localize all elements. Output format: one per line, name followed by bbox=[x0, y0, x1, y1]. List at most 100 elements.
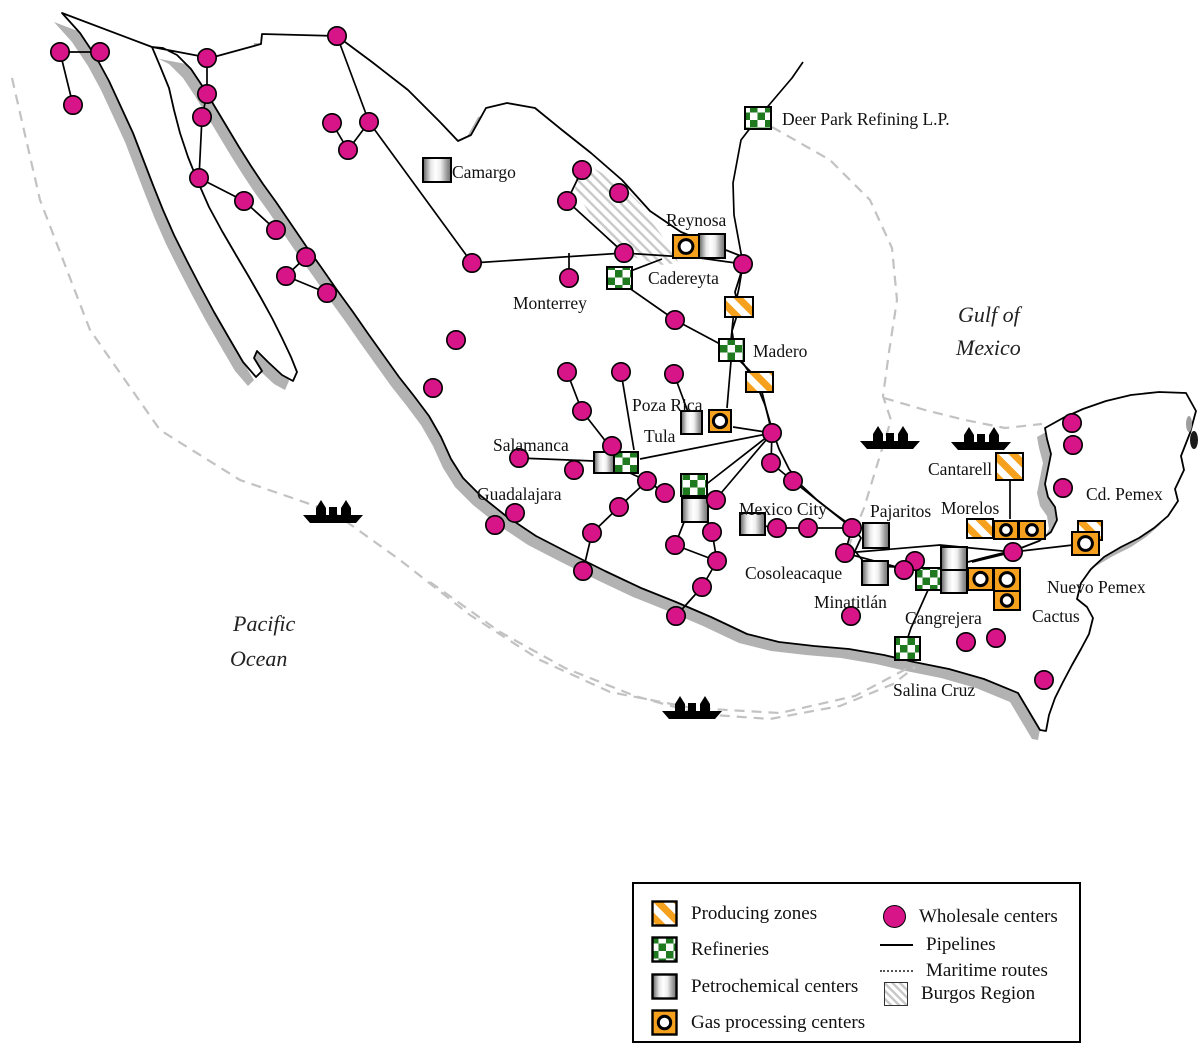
burgos-region-icon bbox=[884, 982, 908, 1006]
place-label-cd-pemex: Cd. Pemex bbox=[1086, 484, 1163, 504]
gas-processing-center-circle bbox=[1025, 523, 1039, 537]
wholesale-center-marker bbox=[504, 502, 525, 523]
wholesale-center-marker bbox=[49, 41, 70, 62]
pipeline bbox=[582, 480, 648, 572]
wholesale-center-marker bbox=[265, 220, 286, 241]
refinery-marker bbox=[680, 473, 708, 497]
place-label-salamanca: Salamanca bbox=[493, 435, 569, 455]
wholesale-center-marker bbox=[663, 363, 684, 384]
baja-california-coastline bbox=[61, 12, 298, 382]
wholesale-centers-layer bbox=[49, 25, 1084, 690]
refinery-icon bbox=[651, 936, 678, 963]
legend-label: Pipelines bbox=[926, 934, 996, 955]
wholesale-center-marker bbox=[572, 560, 593, 581]
wholesale-center-marker bbox=[636, 470, 657, 491]
petrochemical-center-marker bbox=[739, 512, 766, 536]
wholesale-center-marker bbox=[955, 631, 976, 652]
legend-label: Wholesale centers bbox=[919, 905, 1058, 927]
legend-item-maritime-routes: Maritime routes bbox=[880, 960, 1048, 982]
producing-zone-marker bbox=[966, 518, 994, 539]
wholesale-center-marker bbox=[581, 522, 602, 543]
refinery-marker bbox=[613, 451, 639, 474]
wholesale-center-marker bbox=[766, 517, 787, 538]
legend-item-burgos-region: Burgos Region bbox=[884, 982, 1035, 1006]
legend-label: Petrochemical centers bbox=[691, 975, 859, 997]
wholesale-center-marker bbox=[840, 605, 861, 626]
wholesale-center-marker bbox=[701, 521, 722, 542]
place-label-poza-rica: Poza Rica bbox=[632, 395, 703, 415]
place-label-guadalajara: Guadalajara bbox=[477, 484, 562, 504]
ship-icon bbox=[303, 500, 363, 523]
wholesale-center-marker bbox=[556, 191, 577, 212]
wholesale-center-marker bbox=[1062, 412, 1083, 433]
ship-icon bbox=[662, 696, 722, 719]
wholesale-center-marker bbox=[610, 361, 631, 382]
gas-processing-center-circle bbox=[677, 238, 695, 255]
refinery-marker bbox=[718, 338, 745, 362]
ship-icon bbox=[860, 426, 920, 449]
wholesale-center-marker bbox=[556, 361, 577, 382]
pipeline bbox=[732, 61, 804, 265]
refinery-marker bbox=[606, 266, 633, 290]
wholesale-center-marker bbox=[665, 605, 686, 626]
gas-processing-center-circle bbox=[1077, 535, 1094, 552]
pipeline bbox=[627, 258, 663, 273]
wholesale-center-marker bbox=[761, 422, 782, 443]
pipeline bbox=[703, 432, 773, 487]
facility-markers-layer bbox=[422, 106, 1103, 661]
wholesale-center-marker bbox=[1063, 434, 1084, 455]
cozumel-island bbox=[1190, 431, 1198, 449]
wholesale-center-marker bbox=[732, 254, 753, 275]
producing-zone-icon bbox=[651, 900, 678, 927]
pipeline bbox=[336, 35, 370, 123]
pipeline-icon bbox=[880, 944, 913, 946]
wholesale-center-marker bbox=[834, 542, 855, 563]
pipeline bbox=[639, 432, 773, 460]
legend-item-pipelines: Pipelines bbox=[880, 934, 996, 956]
burgos-region-area bbox=[575, 163, 678, 265]
wholesale-center-marker bbox=[90, 41, 111, 62]
place-label-pajaritos: Pajaritos bbox=[870, 501, 931, 521]
place-label-nuevo-pemex: Nuevo Pemex bbox=[1047, 577, 1146, 597]
maritime-routes-layer bbox=[10, 77, 1043, 721]
pipeline bbox=[844, 544, 1014, 554]
ocean-label-gulf-of: Gulf of bbox=[958, 302, 1023, 327]
wholesale-center-marker bbox=[62, 95, 83, 116]
wholesale-center-marker bbox=[571, 160, 592, 181]
place-label-madero: Madero bbox=[753, 341, 808, 361]
maritime-route bbox=[429, 581, 916, 721]
pipeline bbox=[726, 360, 732, 409]
wholesale-center-marker bbox=[192, 107, 213, 128]
wholesale-center-marker bbox=[563, 459, 584, 480]
petrochemical-center-marker bbox=[940, 546, 968, 571]
ocean-label-mexico: Mexico bbox=[955, 335, 1021, 360]
producing-zone-marker bbox=[745, 371, 774, 393]
wholesale-center-marker bbox=[337, 140, 358, 161]
legend-label: Producing zones bbox=[691, 902, 818, 924]
wholesale-center-marker bbox=[275, 265, 296, 286]
petrochemical-center-icon bbox=[651, 973, 678, 1000]
wholesale-center-marker bbox=[234, 191, 255, 212]
pipeline bbox=[715, 432, 773, 500]
wholesale-center-marker bbox=[608, 183, 629, 204]
wholesale-center-marker bbox=[1034, 669, 1055, 690]
wholesale-center-marker bbox=[706, 550, 727, 571]
place-label-cadereyta: Cadereyta bbox=[648, 268, 719, 288]
wholesale-center-marker bbox=[358, 112, 379, 133]
maritime-route bbox=[883, 396, 1043, 430]
wholesale-center-marker bbox=[422, 377, 443, 398]
petrochemical-center-marker bbox=[861, 560, 889, 586]
place-label-reynosa: Reynosa bbox=[666, 210, 727, 230]
ocean-label-pacific: Pacific bbox=[232, 611, 296, 636]
wholesale-center-marker bbox=[321, 113, 342, 134]
place-label-morelos: Morelos bbox=[941, 498, 1000, 518]
gas-processing-center-circle bbox=[711, 412, 729, 430]
wholesale-center-marker bbox=[558, 267, 579, 288]
wholesale-center-marker bbox=[841, 517, 862, 538]
wholesale-center-marker bbox=[608, 496, 629, 517]
gas-processing-center-icon bbox=[651, 1009, 678, 1036]
wholesale-center-marker bbox=[705, 489, 726, 510]
ocean-label-ocean: Ocean bbox=[230, 646, 287, 671]
